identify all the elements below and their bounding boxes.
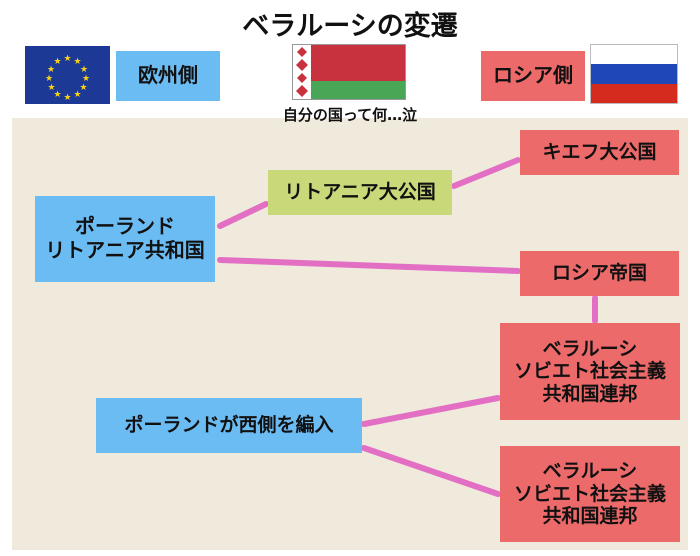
node-bssr-2: ベラルーシ ソビエト社会主義 共和国連邦 xyxy=(500,446,680,542)
edge-poland-lithuania xyxy=(217,201,269,229)
node-russian-empire: ロシア帝国 xyxy=(520,251,679,296)
svg-text:★: ★ xyxy=(73,90,81,100)
russia-side-label: ロシア側 xyxy=(481,51,585,101)
svg-text:★: ★ xyxy=(53,90,61,100)
node-poland-west: ポーランドが西側を編入 xyxy=(96,398,362,453)
svg-text:★: ★ xyxy=(82,74,90,84)
svg-text:★: ★ xyxy=(63,93,71,103)
russia-flag-icon xyxy=(590,44,678,104)
node-bssr-1: ベラルーシ ソビエト社会主義 共和国連邦 xyxy=(500,323,680,420)
edge-poland-russia xyxy=(217,257,521,274)
caption: 自分の国って何…泣 xyxy=(282,106,418,124)
node-kievan-rus: キエフ大公国 xyxy=(520,130,679,175)
node-lithuania-grand-duchy: リトアニア大公国 xyxy=(268,170,452,215)
svg-text:★: ★ xyxy=(80,65,88,75)
svg-text:★: ★ xyxy=(47,65,55,75)
svg-text:★: ★ xyxy=(47,83,55,93)
eu-flag-icon: ★ ★ ★ ★ ★ ★ ★ ★ ★ ★ ★ ★ xyxy=(25,46,110,104)
svg-text:★: ★ xyxy=(53,57,61,67)
svg-text:★: ★ xyxy=(79,83,87,93)
page-title: ベラルーシの変遷 xyxy=(242,11,458,42)
node-poland-lithuania: ポーランド リトアニア共和国 xyxy=(35,196,215,282)
edge-lithuania-kiev xyxy=(451,157,521,189)
belarus-flag-icon xyxy=(292,44,406,100)
svg-text:★: ★ xyxy=(73,57,81,67)
eu-side-label: 欧州側 xyxy=(116,51,220,101)
svg-text:★: ★ xyxy=(45,74,53,84)
edge-west-bssr1 xyxy=(361,395,501,427)
edge-west-bssr2 xyxy=(361,445,501,497)
svg-text:★: ★ xyxy=(63,54,71,64)
